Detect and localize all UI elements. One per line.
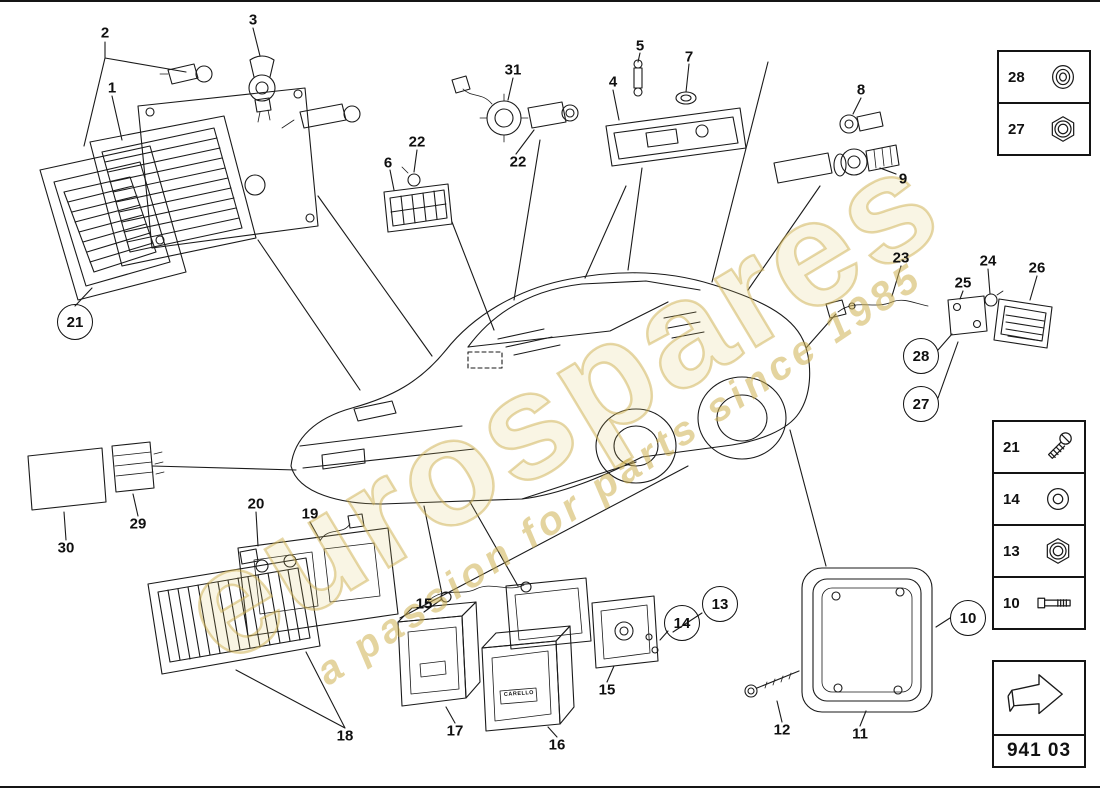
legend-top: 28 27 <box>997 50 1091 156</box>
legend-item-28: 28 <box>997 50 1091 104</box>
fog-lamp-group <box>397 577 659 732</box>
part-callout-31: 31 <box>504 61 522 79</box>
part-callout-29: 29 <box>129 515 147 533</box>
bulb-8-socket-9 <box>773 111 900 184</box>
legend-number: 13 <box>1003 542 1020 560</box>
catalog-code-panel: 941 03 <box>992 660 1086 768</box>
part-code: 941 03 <box>1006 740 1072 761</box>
part-callout-25: 25 <box>954 274 972 292</box>
part-callout-2: 2 <box>100 24 110 42</box>
part-callout-27: 27 <box>903 386 939 422</box>
part-callout-18: 18 <box>336 727 354 745</box>
legend-side: 21 14 13 10 <box>992 420 1086 630</box>
part-callout-14: 14 <box>664 605 700 641</box>
car-outline <box>290 272 811 505</box>
part-callout-8: 8 <box>856 81 866 99</box>
direction-arrow-icon <box>1007 674 1063 715</box>
grommet-icon <box>1051 65 1075 89</box>
section-arrow-box <box>992 660 1086 736</box>
socket-31 <box>451 75 579 143</box>
legend-item-10: 10 <box>992 576 1086 630</box>
part-callout-5: 5 <box>635 37 645 55</box>
part-callout-15: 15 <box>598 681 616 699</box>
legend-number: 28 <box>1008 68 1025 86</box>
part-callout-28: 28 <box>903 338 939 374</box>
legend-item-27: 27 <box>997 102 1091 156</box>
side-lamp-6 <box>383 166 453 233</box>
legend-item-14: 14 <box>992 472 1086 526</box>
part-callout-1: 1 <box>107 79 117 97</box>
washer-icon <box>1046 487 1070 511</box>
bolt-icon <box>1037 597 1071 609</box>
headlamp-assembly <box>39 55 361 301</box>
part-callout-24: 24 <box>979 252 997 270</box>
taillight-group <box>147 513 399 675</box>
part-callout-19: 19 <box>301 505 319 523</box>
part-callout-22: 22 <box>408 133 426 151</box>
side-marker-group <box>825 290 1053 349</box>
part-callout-21: 21 <box>57 304 93 340</box>
part-callout-30: 30 <box>57 539 75 557</box>
legend-item-13: 13 <box>992 524 1086 578</box>
part-callout-4: 4 <box>608 73 618 91</box>
part-callout-10: 10 <box>950 600 986 636</box>
leader-lines-short <box>63 27 1038 738</box>
leader-lines-long <box>151 61 837 619</box>
part-callout-20: 20 <box>247 495 265 513</box>
page-rule-top <box>0 0 1100 2</box>
part-callout-22: 22 <box>509 153 527 171</box>
part-callout-26: 26 <box>1028 259 1046 277</box>
nut-icon <box>1046 538 1070 564</box>
part-code-box: 941 03 <box>992 734 1086 768</box>
control-units <box>27 441 165 511</box>
part-callout-12: 12 <box>773 721 791 739</box>
nut-icon <box>1051 116 1075 142</box>
legend-item-21: 21 <box>992 420 1086 474</box>
part-callout-23: 23 <box>892 249 910 267</box>
part-callout-17: 17 <box>446 722 464 740</box>
screw-icon <box>1047 432 1072 459</box>
part-callout-15: 15 <box>415 595 433 613</box>
part-callout-3: 3 <box>248 11 258 29</box>
part-callout-16: 16 <box>548 736 566 754</box>
part-callout-6: 6 <box>383 154 393 172</box>
part-callout-13: 13 <box>702 586 738 622</box>
rear-frame-11 <box>744 567 933 713</box>
legend-number: 21 <box>1003 438 1020 456</box>
part-callout-9: 9 <box>898 170 908 188</box>
legend-number: 27 <box>1008 120 1025 138</box>
interior-lamp <box>605 59 747 167</box>
legend-number: 10 <box>1003 594 1020 612</box>
part-callout-7: 7 <box>684 48 694 66</box>
page-rule-bottom <box>0 786 1100 788</box>
legend-number: 14 <box>1003 490 1020 508</box>
part-callout-11: 11 <box>852 725 868 743</box>
